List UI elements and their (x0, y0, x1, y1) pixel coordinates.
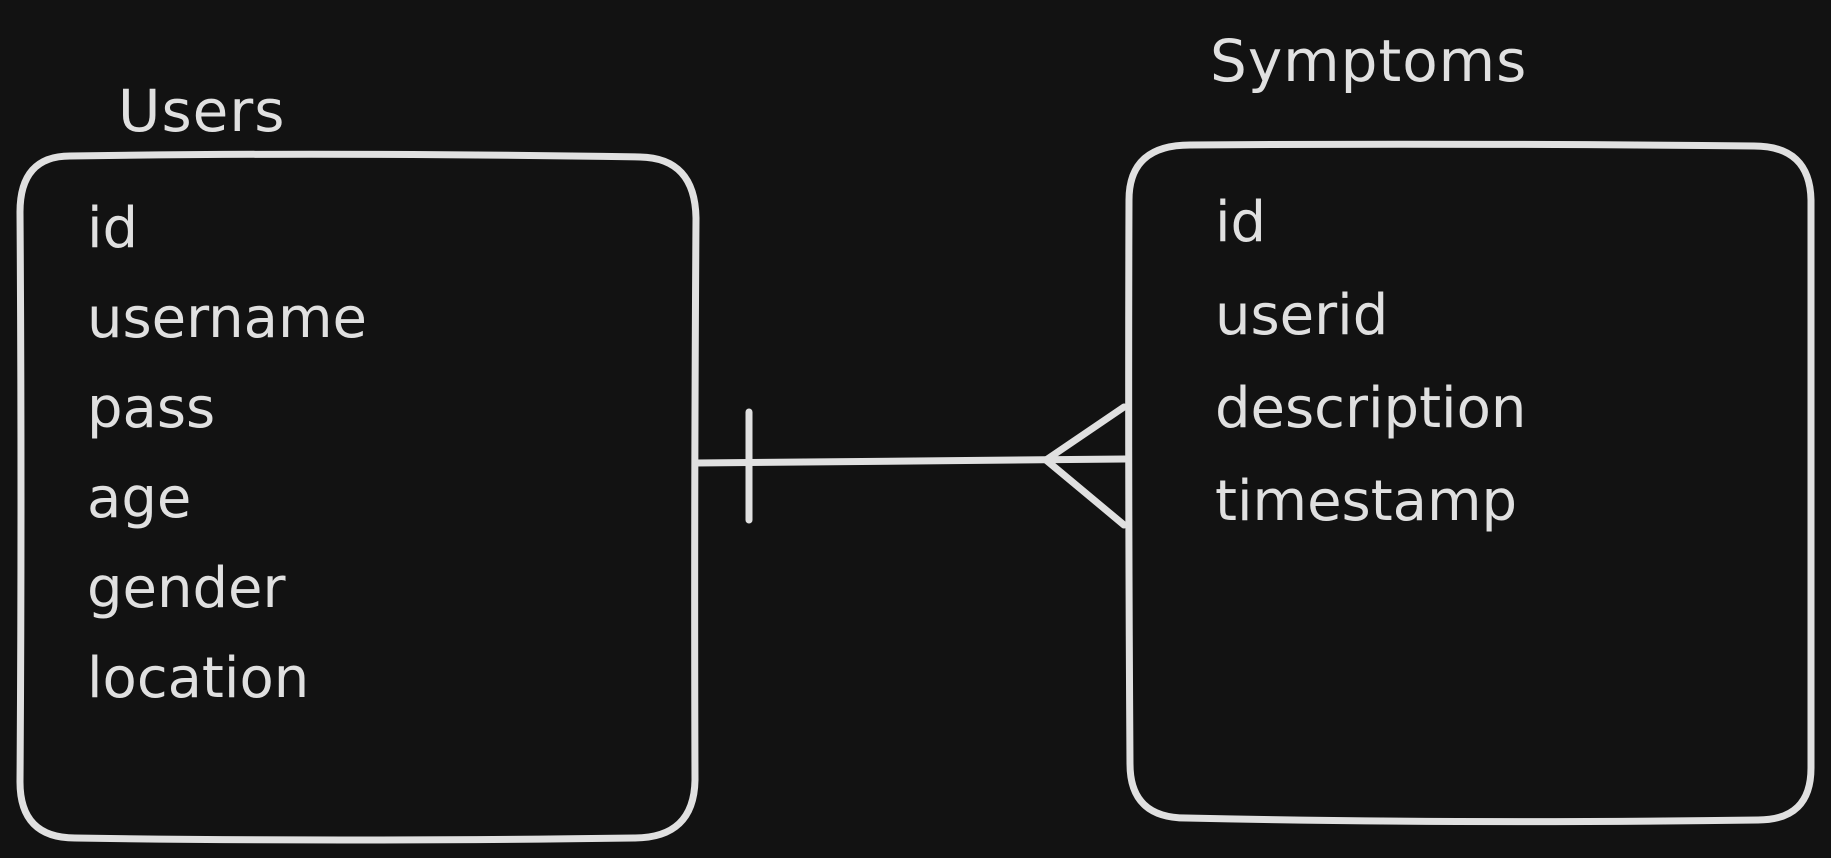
symptoms-field: id (1215, 190, 1267, 255)
relationship-line (692, 455, 1129, 467)
users-entity-box[interactable] (16, 150, 700, 844)
users-field: username (87, 286, 367, 351)
symptoms-field: description (1215, 376, 1527, 441)
users-field-list: id username pass age gender location (87, 184, 367, 724)
users-field: age (87, 466, 192, 531)
users-entity-title: Users (118, 77, 286, 145)
users-field: gender (87, 556, 286, 621)
symptoms-field-list: id userid description timestamp (1215, 176, 1526, 548)
users-field: id (87, 196, 139, 261)
symptoms-entity-title: Symptoms (1210, 27, 1528, 95)
symptoms-field: timestamp (1215, 469, 1518, 534)
users-field: location (87, 646, 310, 711)
symptoms-field: userid (1215, 283, 1389, 348)
many-cardinality-crows-foot (1042, 403, 1128, 529)
users-field: pass (87, 376, 216, 441)
symptoms-entity-box[interactable] (1125, 140, 1815, 826)
